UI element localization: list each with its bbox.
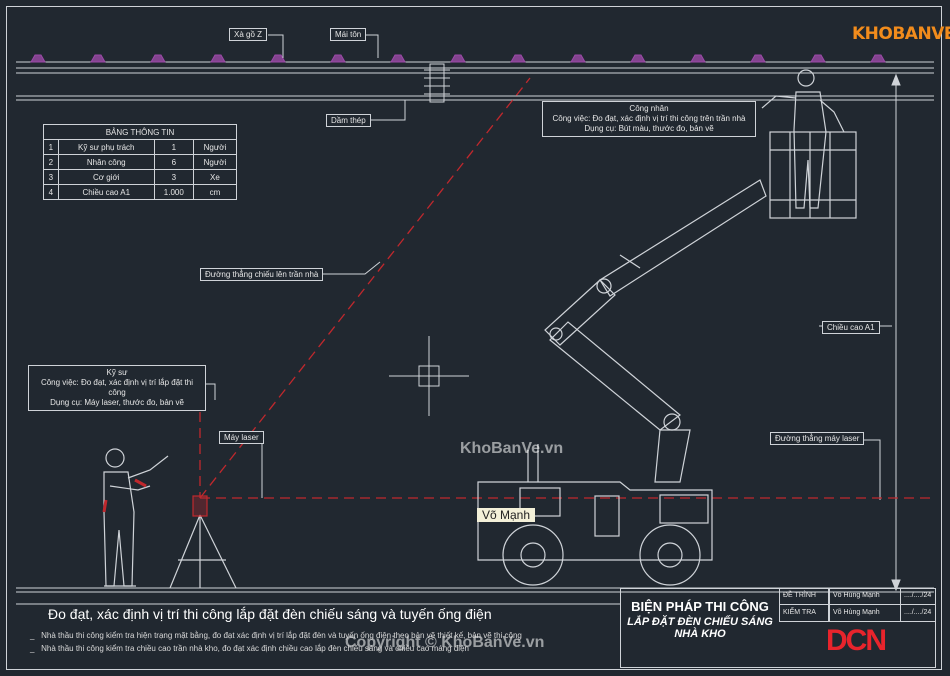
title-sub1: LẮP ĐẶT ĐÈN CHIẾU SÁNG bbox=[627, 616, 773, 628]
purlin-mark bbox=[30, 54, 46, 63]
submit-name: Võ Hùng Mạnh bbox=[833, 592, 880, 599]
title-heading: BIỆN PHÁP THI CÔNG bbox=[631, 599, 769, 614]
info-table: BẢNG THÔNG TIN 1 Kỹ sư phụ trách 1 Người… bbox=[43, 124, 238, 200]
cell-unit: Người bbox=[192, 139, 238, 155]
worker-note-job: Công việc: Đo đạt, xác định vị trí thi c… bbox=[552, 114, 746, 123]
steel-beam-label: Dầm thép bbox=[326, 114, 371, 127]
engineer-note-title: Kỹ sư bbox=[106, 368, 128, 377]
bullet-icon: _ bbox=[30, 644, 42, 653]
purlin-mark bbox=[330, 54, 346, 63]
cell-unit: Xe bbox=[192, 169, 238, 185]
footer-note-2: _ Nhà thầu thi công kiểm tra chiều cao t… bbox=[30, 644, 469, 653]
cell-unit: cm bbox=[192, 184, 238, 200]
laser-machine-label: Máy laser bbox=[219, 431, 264, 444]
signature-col bbox=[779, 588, 829, 622]
company-logo: DCN bbox=[826, 624, 887, 657]
check-date: ..../..../24 bbox=[904, 609, 932, 616]
cell-qty: 1 bbox=[153, 139, 194, 155]
laser-tripod bbox=[169, 495, 237, 589]
cell-qty: 3 bbox=[153, 169, 194, 185]
cell-no: 1 bbox=[43, 139, 59, 155]
cell-qty: 1.000 bbox=[153, 184, 194, 200]
cell-name: Cơ giới bbox=[57, 169, 155, 185]
table-row: 2 Nhân công 6 Người bbox=[43, 154, 238, 170]
check-name: Võ Hùng Mạnh bbox=[833, 609, 880, 616]
copyright-watermark: Copyright © KhoBanVe.vn bbox=[345, 634, 545, 651]
purlin-label: Xà gồ Z bbox=[229, 28, 268, 41]
engineer-note-tools: Dụng cụ: Máy laser, thước đo, bản vẽ bbox=[50, 398, 184, 407]
purlin-mark bbox=[750, 54, 766, 63]
submit-label: ĐỀ TRÌNH bbox=[783, 592, 816, 599]
laser-line-label: Đường thẳng máy laser bbox=[770, 432, 865, 445]
purlin-mark bbox=[570, 54, 586, 63]
purlin-mark bbox=[270, 54, 286, 63]
purlin-mark bbox=[390, 54, 406, 63]
title-block-heading-area: BIỆN PHÁP THI CÔNG LẮP ĐẶT ĐÈN CHIẾU SÁN… bbox=[622, 599, 778, 640]
engineer-note-job: Công việc: Đo đạt, xác định vị trí lắp đ… bbox=[40, 378, 194, 397]
engineer-note: Kỹ sư Công việc: Đo đạt, xác định vị trí… bbox=[28, 365, 206, 411]
height-dimension bbox=[891, 73, 901, 592]
signature-col bbox=[829, 588, 901, 622]
footer-note-1-text: Nhà thầu thi công kiểm tra hiện trạng mặ… bbox=[41, 631, 522, 640]
title-sub2: NHÀ KHO bbox=[674, 628, 726, 640]
footer-note-2-text: Nhà thầu thi công kiểm tra chiều cao trầ… bbox=[41, 644, 469, 653]
ceiling-projection-label: Đường thẳng chiếu lên trần nhà bbox=[200, 268, 324, 281]
purlin-mark bbox=[810, 54, 826, 63]
check-label: KIỂM TRA bbox=[783, 609, 816, 616]
height-label: Chiều cao A1 bbox=[822, 321, 880, 334]
purlin-mark bbox=[630, 54, 646, 63]
cell-no: 4 bbox=[43, 184, 59, 200]
center-watermark: KhoBanVe.vn bbox=[460, 440, 564, 457]
beam-connection bbox=[424, 63, 450, 103]
crosshair-symbol bbox=[389, 336, 469, 416]
roof-sheet-label: Mái tôn bbox=[330, 28, 367, 41]
cell-qty: 6 bbox=[153, 154, 194, 170]
purlin-mark bbox=[90, 54, 106, 63]
drawing-frame bbox=[6, 6, 942, 670]
site-logo: KHOBANVE bbox=[852, 24, 950, 44]
purlin-mark bbox=[450, 54, 466, 63]
footer-title: Đo đạt, xác định vị trí thi công lắp đặt… bbox=[48, 606, 492, 622]
table-row: 4 Chiều cao A1 1.000 cm bbox=[43, 184, 238, 200]
info-table-title: BẢNG THÔNG TIN bbox=[43, 124, 237, 140]
cell-name: Kỹ sư phụ trách bbox=[57, 139, 155, 155]
cell-name: Chiều cao A1 bbox=[57, 184, 155, 200]
cell-no: 3 bbox=[43, 169, 59, 185]
engineer-figure bbox=[102, 448, 169, 587]
boom-lift bbox=[477, 131, 857, 586]
table-row: 3 Cơ giới 3 Xe bbox=[43, 169, 238, 185]
purlin-mark bbox=[870, 54, 886, 63]
purlin-mark bbox=[510, 54, 526, 63]
purlin-row bbox=[30, 54, 886, 63]
footer-note-1: _ Nhà thầu thi công kiểm tra hiện trạng … bbox=[30, 631, 522, 640]
purlin-mark bbox=[210, 54, 226, 63]
worker-note: Công nhân Công việc: Đo đạt, xác định vị… bbox=[542, 101, 756, 137]
leader-lines bbox=[205, 34, 892, 500]
table-row: 1 Kỹ sư phụ trách 1 Người bbox=[43, 139, 238, 155]
submit-date: ..../..../24 bbox=[904, 592, 932, 599]
cell-name: Nhân công bbox=[57, 154, 155, 170]
bullet-icon: _ bbox=[30, 631, 42, 640]
cell-no: 2 bbox=[43, 154, 59, 170]
purlin-mark bbox=[150, 54, 166, 63]
author-tag: Võ Mạnh bbox=[477, 508, 536, 522]
title-block bbox=[620, 588, 936, 668]
worker-note-title: Công nhân bbox=[629, 104, 669, 113]
worker-note-tools: Dụng cụ: Bút màu, thước đo, bản vẽ bbox=[584, 124, 714, 133]
purlin-mark bbox=[690, 54, 706, 63]
cell-unit: Người bbox=[192, 154, 238, 170]
worker-figure bbox=[761, 69, 845, 209]
